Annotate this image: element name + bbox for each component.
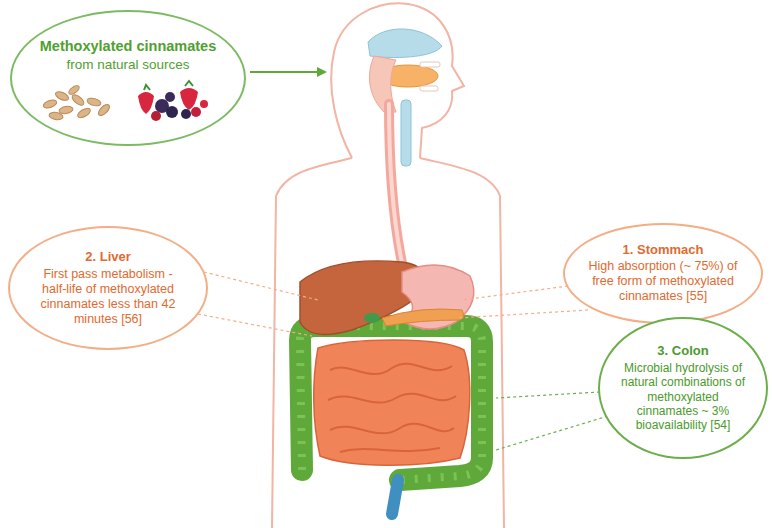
leader-line: [496, 392, 608, 450]
callout-ellipse: Methoxylated cinnamates from natural sour…: [10, 10, 246, 146]
callout-title: Methoxylated cinnamates: [34, 38, 223, 55]
colon-folds: [300, 326, 482, 480]
callout-ellipse: 1. StommachHigh absorption (~ 75%) of fr…: [563, 223, 763, 324]
callout-body: Microbial hydrolysis of natural combinat…: [619, 361, 748, 433]
arrowhead: [317, 67, 327, 77]
callout-body: High absorption (~ 75%) of free form of …: [587, 259, 739, 304]
grain-image: [42, 84, 111, 121]
intestine-coils: [328, 364, 456, 452]
callout-ellipse: 3. ColonMicrobial hydrolysis of natural …: [598, 317, 768, 459]
callout-text: 2. LiverFirst pass metabolism -half-life…: [32, 249, 184, 327]
callout-title: 2. Liver: [32, 249, 184, 265]
berries-image: [138, 81, 208, 121]
pancreas: [382, 309, 464, 326]
callout-text: 1. StommachHigh absorption (~ 75%) of fr…: [587, 242, 739, 305]
esophagus: [389, 104, 404, 272]
trachea: [401, 100, 411, 166]
teeth: [420, 62, 440, 67]
teeth: [420, 86, 438, 91]
callout-title: 3. Colon: [619, 343, 748, 359]
colon: [300, 326, 482, 480]
gallbladder: [364, 313, 380, 323]
callout-body: First pass metabolism -half-life of meth…: [32, 267, 184, 327]
callout-text: 3. ColonMicrobial hydrolysis of natural …: [619, 343, 748, 433]
nasal-cavity: [368, 29, 442, 58]
callout-title: 1. Stommach: [587, 242, 739, 258]
rectum: [392, 480, 398, 514]
small-intestine: [314, 340, 470, 465]
callout-ellipse: 2. LiverFirst pass metabolism -half-life…: [8, 226, 208, 350]
body-outline: [272, 3, 504, 528]
intake-arrow: [250, 71, 318, 73]
leader-line: [198, 272, 588, 336]
callout-body: from natural sources: [34, 57, 223, 73]
callout-text: Methoxylated cinnamates from natural sour…: [34, 38, 223, 74]
esophagus: [389, 104, 404, 272]
